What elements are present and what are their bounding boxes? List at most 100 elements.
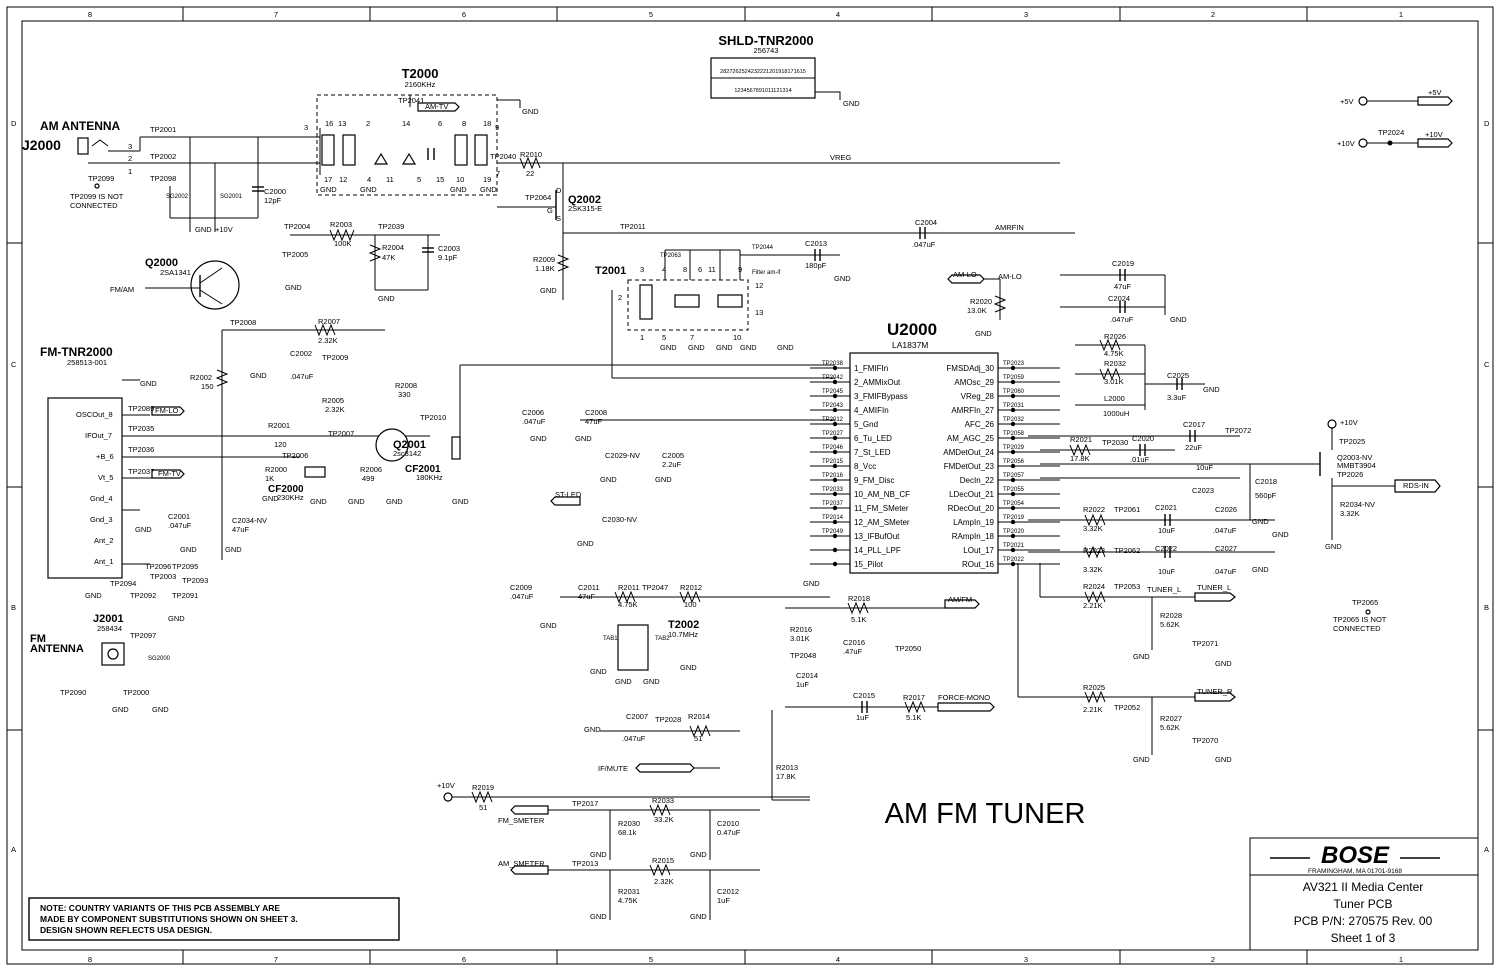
svg-text:180pF: 180pF — [805, 261, 827, 270]
svg-text:GND: GND — [140, 379, 157, 388]
u2000-ref: U2000 — [887, 320, 937, 339]
col-label-bottom: 2 — [1211, 955, 1215, 964]
svg-text:TP2006: TP2006 — [282, 451, 308, 460]
svg-text:12pF: 12pF — [264, 196, 282, 205]
svg-text:22uF: 22uF — [1185, 443, 1203, 452]
col-label-bottom: 4 — [836, 955, 840, 964]
svg-text:C2007: C2007 — [626, 712, 648, 721]
svg-text:R2009: R2009 — [533, 255, 555, 264]
svg-text:AM-LO: AM-LO — [953, 270, 977, 279]
svg-text:9: 9 — [738, 265, 742, 274]
svg-text:2.32K: 2.32K — [318, 336, 338, 345]
u2000-pin-left: 14_PLL_LPF — [854, 546, 901, 555]
svg-text:TUNER_L: TUNER_L — [1197, 583, 1231, 592]
svg-text:5: 5 — [417, 175, 421, 184]
svg-text:GND: GND — [680, 663, 697, 672]
svg-text:C2010: C2010 — [717, 819, 739, 828]
svg-text:150: 150 — [201, 382, 214, 391]
u2000-pin-left: 11_FM_SMeter — [854, 504, 909, 513]
u2000-tp-left: TP2043 — [822, 403, 844, 409]
u2000-tp-left: TP2033 — [822, 487, 844, 493]
svg-text:GND: GND — [225, 545, 242, 554]
svg-text:2: 2 — [618, 293, 622, 302]
svg-text:R2011: R2011 — [618, 583, 640, 592]
svg-text:TP2072: TP2072 — [1225, 426, 1251, 435]
svg-text:180KHz: 180KHz — [416, 473, 443, 482]
svg-text:2SA1341: 2SA1341 — [160, 268, 191, 277]
svg-text:GND: GND — [1203, 385, 1220, 394]
svg-text:.047uF: .047uF — [912, 240, 936, 249]
svg-text:R2018: R2018 — [848, 594, 870, 603]
svg-text:SG2001: SG2001 — [220, 194, 243, 200]
svg-text:C2012: C2012 — [717, 887, 739, 896]
svg-text:1000uH: 1000uH — [1103, 409, 1129, 418]
u2000-pin-left: 1_FMIFIn — [854, 364, 888, 373]
svg-text:TP2044: TP2044 — [752, 245, 774, 251]
svg-text:C2029-NV: C2029-NV — [605, 451, 640, 460]
svg-text:5.1K: 5.1K — [851, 615, 866, 624]
svg-text:10uF: 10uF — [1196, 463, 1214, 472]
q2002-section: R2010 22 TP2040 VREG Q2002 2SK315-E D G … — [490, 150, 1075, 300]
svg-text:47uF: 47uF — [1114, 282, 1132, 291]
svg-text:GND: GND — [450, 185, 467, 194]
svg-text:2.32K: 2.32K — [325, 405, 345, 414]
svg-text:GND: GND — [590, 912, 607, 921]
svg-text:PCB P/N: 270575 Rev. 00: PCB P/N: 270575 Rev. 00 — [1294, 914, 1433, 928]
svg-text:10uF: 10uF — [1158, 567, 1176, 576]
svg-text:3.32K: 3.32K — [1083, 565, 1103, 574]
svg-text:AV321 II Media Center: AV321 II Media Center — [1303, 880, 1424, 894]
col-label-top: 8 — [88, 10, 92, 19]
svg-text:S: S — [556, 214, 561, 223]
u2000-pin-right: DecIn_22 — [960, 476, 995, 485]
row-label-left: B — [11, 603, 16, 612]
svg-text:C2005: C2005 — [662, 451, 684, 460]
u2000-tp-left: TP2049 — [822, 529, 844, 535]
u2000-tp-right: TP2057 — [1003, 473, 1025, 479]
svg-text:C2023: C2023 — [1192, 486, 1214, 495]
svg-text:8: 8 — [683, 265, 687, 274]
svg-text:Sheet 1 of 3: Sheet 1 of 3 — [1331, 931, 1396, 945]
svg-text:TP2000: TP2000 — [123, 688, 149, 697]
row-label-right: D — [1484, 119, 1490, 128]
svg-text:TP2053: TP2053 — [1114, 582, 1140, 591]
svg-text:G: G — [547, 206, 553, 215]
svg-text:FM: FM — [30, 633, 46, 645]
svg-text:1uF: 1uF — [796, 680, 809, 689]
svg-text:TP2002: TP2002 — [150, 152, 176, 161]
svg-text:R2004: R2004 — [382, 243, 404, 252]
u2000-pin-right: AM_AGC_25 — [947, 434, 995, 443]
svg-text:D: D — [556, 186, 562, 195]
row-label-right: A — [1484, 845, 1489, 854]
svg-text:R2001: R2001 — [268, 421, 290, 430]
svg-text:AM-LO: AM-LO — [998, 272, 1022, 281]
svg-text:GND: GND — [600, 475, 617, 484]
svg-text:C2004: C2004 — [915, 218, 937, 227]
svg-text:2: 2 — [128, 154, 132, 163]
svg-text:TP2041: TP2041 — [398, 96, 424, 105]
svg-text:100K: 100K — [334, 239, 352, 248]
svg-text:T2001: T2001 — [595, 265, 626, 277]
svg-text:TP2013: TP2013 — [572, 859, 598, 868]
svg-text:TAB2: TAB2 — [655, 636, 670, 642]
svg-text:6: 6 — [698, 265, 702, 274]
svg-text:C2018: C2018 — [1255, 477, 1277, 486]
svg-text:5.62K: 5.62K — [1160, 723, 1180, 732]
svg-text:12: 12 — [755, 281, 763, 290]
svg-text:4.75K: 4.75K — [1104, 349, 1124, 358]
svg-text:R2002: R2002 — [190, 373, 212, 382]
svg-text:1K: 1K — [265, 474, 274, 483]
svg-text:51: 51 — [479, 803, 487, 812]
svg-text:TP2071: TP2071 — [1192, 639, 1218, 648]
svg-text:C2019: C2019 — [1112, 259, 1134, 268]
svg-text:C2006: C2006 — [522, 408, 544, 417]
svg-text:R2015: R2015 — [652, 856, 674, 865]
svg-text:AM/FM: AM/FM — [948, 595, 972, 604]
svg-text:C2022: C2022 — [1155, 544, 1177, 553]
svg-text:TP2095: TP2095 — [172, 562, 198, 571]
svg-text:GND: GND — [660, 343, 677, 352]
svg-text:GND: GND — [1170, 315, 1187, 324]
am-antenna-title: AM ANTENNA — [40, 119, 121, 133]
svg-text:TP2004: TP2004 — [284, 222, 310, 231]
svg-text:TUNER_R: TUNER_R — [1197, 687, 1233, 696]
svg-text:3: 3 — [128, 142, 132, 151]
